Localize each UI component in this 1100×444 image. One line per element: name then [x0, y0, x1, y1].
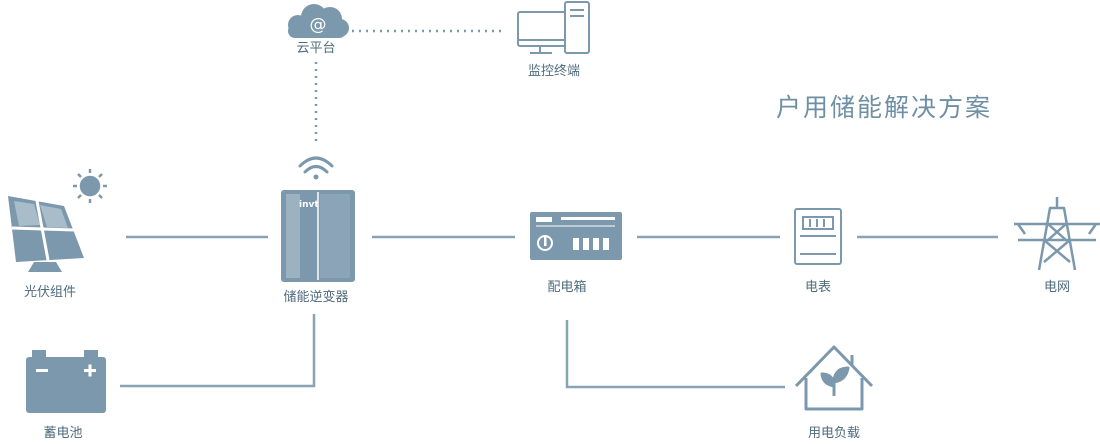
box-load-line	[565, 320, 785, 389]
page-title: 户用储能解决方案	[776, 93, 993, 122]
data-links	[314, 29, 504, 144]
cloud-platform-label: 云平台	[296, 41, 336, 56]
connectors	[120, 235, 998, 389]
house-load-icon	[794, 345, 874, 411]
energy-storage-inverter-icon	[281, 190, 355, 282]
grid-label: 电网	[1043, 280, 1071, 295]
sun-icon	[73, 169, 107, 203]
pv-module-label: 光伏组件	[23, 285, 77, 300]
distribution-box-icon	[530, 212, 622, 260]
svg-text:@: @	[310, 15, 327, 35]
power-tower-icon	[1014, 197, 1100, 271]
battery-label: 蓄电池	[43, 426, 83, 441]
inverter-label: 储能逆变器	[283, 290, 349, 305]
solar-panel-icon	[8, 196, 84, 272]
monitor-terminal-label: 监控终端	[527, 64, 581, 79]
brand-logo: invt	[299, 200, 319, 210]
cloud-icon: @	[288, 4, 349, 38]
battery-icon	[26, 350, 106, 413]
meter-label: 电表	[804, 280, 832, 295]
distribution-box-label: 配电箱	[547, 280, 587, 295]
wifi-icon	[298, 156, 334, 180]
computer-monitor-icon	[517, 1, 590, 54]
electricity-meter-icon	[794, 208, 842, 265]
load-label: 用电负载	[807, 426, 861, 441]
battery-inverter-line	[120, 314, 316, 388]
